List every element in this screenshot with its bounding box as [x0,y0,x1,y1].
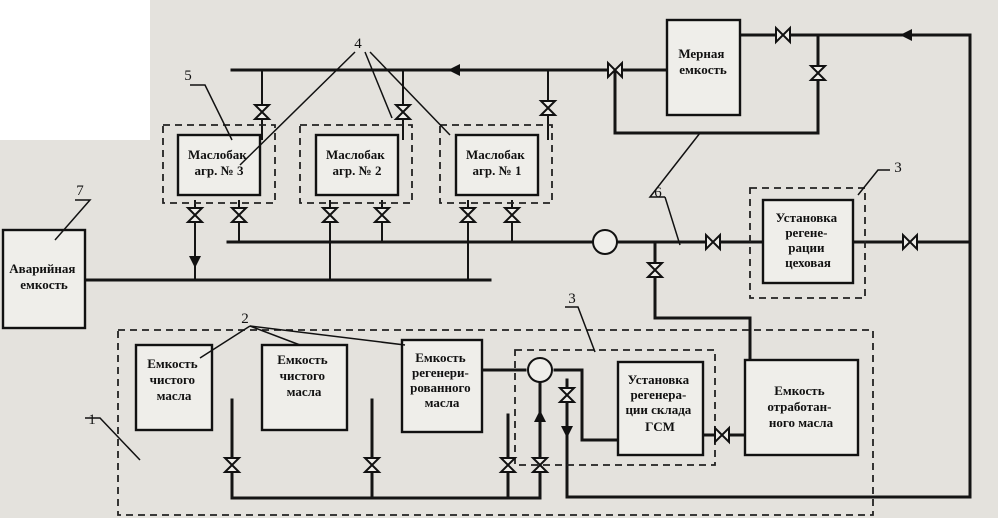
pumps [527,229,618,383]
valve-icon [808,65,828,81]
valve-icon [557,387,577,403]
valve-icon [393,104,413,120]
valve-icon [530,457,550,473]
callout-2: 2 [241,311,249,327]
valve-icon [645,262,665,278]
oil-tank-1-label: Маслобак агр. № 1 [466,147,528,178]
measuring-tank-box [665,18,742,117]
dashed-zones [117,124,874,516]
oil-tank-2-box [314,133,400,197]
valves [185,25,918,473]
callout-leaders [54,51,890,461]
callout-4: 4 [354,36,362,52]
valve-icon [498,457,518,473]
callout-3: 3 [568,291,576,307]
clean-oil-tank-2-label: Емкость чистого масла [277,352,331,399]
callout-1: 1 [88,412,96,428]
pump-icon [527,357,553,383]
workshop-regen-label: Установка регене- рации цеховая [776,210,841,270]
valve-icon [538,100,558,116]
callout-3: 3 [894,160,902,176]
measuring-tank-label: Мерная емкость [678,46,727,77]
emergency-tank-label: Аварийная емкость [9,261,78,292]
oil-tank-2-label: Маслобак агр. № 2 [326,147,388,178]
valve-icon [607,60,623,80]
valve-icon [902,232,918,252]
valve-icon [185,207,205,223]
unit-boxes [1,18,860,457]
clean-oil-tank-1-box [134,343,214,432]
waste-oil-tank-label: Емкость отработан- ного масла [767,383,834,430]
oil-tank-3-box [176,133,262,197]
oil-tank-3-label: Маслобак агр. № 3 [188,147,250,178]
pump-icon [592,229,618,255]
clean-oil-tank-1-label: Емкость чистого масла [147,356,201,403]
oil-tank-1-box [454,133,540,197]
callout-5: 5 [184,68,192,84]
emergency-tank-box [1,228,87,330]
callout-6: 6 [654,185,662,201]
valve-icon [229,207,249,223]
waste-oil-tank-box [743,358,860,457]
callout-7: 7 [76,183,84,199]
valve-icon [222,457,242,473]
valve-icon [320,207,340,223]
workshop-regen-box [761,198,855,285]
valve-icon [775,25,791,45]
callout-numbers: 1 2 3 3 4 5 6 7 [76,36,902,428]
valve-icon [458,207,478,223]
valve-icon [705,232,721,252]
warehouse-regen-box [616,360,705,457]
warehouse-regen-label: Установка регенера- ции склада ГСМ [625,372,694,434]
valve-icon [502,207,522,223]
clean-oil-tank-2-box [260,343,349,432]
valve-icon [252,104,272,120]
valve-icon [362,457,382,473]
regen-oil-tank-label: Емкость регенери- рованного масла [410,350,474,410]
valve-icon [372,207,392,223]
regen-oil-tank-box [400,338,484,434]
unit-labels: Мерная емкость Маслобак агр. № 3 Маслоба… [9,46,841,434]
valve-icon [714,425,730,445]
